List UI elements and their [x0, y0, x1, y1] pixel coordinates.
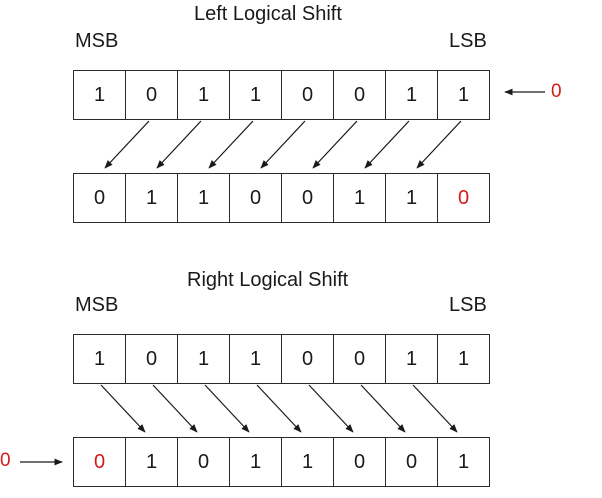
left-shift-arrow-7: [416, 120, 462, 169]
left-shift-arrow-4: [260, 120, 306, 169]
right-shift-arrow-3: [256, 384, 302, 433]
right_shift-before-bit-1: 0: [126, 334, 178, 384]
left-shift-arrow-3: [208, 120, 254, 169]
right_shift-before-bit-6: 1: [386, 334, 438, 384]
right_shift-before-bit-7: 1: [438, 334, 490, 384]
left_shift-before-bit-7: 1: [438, 70, 490, 120]
right-shift-arrow-6: [412, 384, 458, 433]
right_shift-after-bit-7: 1: [438, 437, 490, 487]
left-shift-arrow-2: [156, 120, 202, 169]
right_shift-after-bit-5: 0: [334, 437, 386, 487]
left_shift-before-bit-5: 0: [334, 70, 386, 120]
left-shift-input-bit: 0: [551, 81, 562, 102]
right-shift-arrow-4: [308, 384, 354, 433]
left_shift-after-bit-0: 0: [74, 173, 126, 223]
right-msb-label: MSB: [75, 294, 119, 316]
left-shift-arrow-5: [312, 120, 358, 169]
left-shift-arrow-6: [364, 120, 410, 169]
right_shift-after-bit-1: 1: [126, 437, 178, 487]
right-shift-input-bit: 0: [0, 450, 11, 471]
left_shift-after-bit-2: 1: [178, 173, 230, 223]
right_shift-after-bit-6: 0: [386, 437, 438, 487]
left_shift-after-bit-4: 0: [282, 173, 334, 223]
right_shift-before-bit-3: 1: [230, 334, 282, 384]
right-shift-title: Right Logical Shift: [187, 269, 349, 291]
right-shift-arrow-2: [204, 384, 250, 433]
left_shift-before-bit-3: 1: [230, 70, 282, 120]
left-shift-title: Left Logical Shift: [194, 3, 342, 25]
right_shift-after-bit-2: 0: [178, 437, 230, 487]
left-shift-arrow-1: [104, 120, 150, 169]
left_shift-after-bit-1: 1: [126, 173, 178, 223]
right-lsb-label: LSB: [449, 294, 487, 316]
right-shift-arrow-5: [360, 384, 406, 433]
left_shift-before-bit-2: 1: [178, 70, 230, 120]
right_shift-before-bit-4: 0: [282, 334, 334, 384]
right_shift-after-bit-3: 1: [230, 437, 282, 487]
right_shift-after-bit-0: 0: [74, 437, 126, 487]
right-shift-arrow-0: [100, 384, 146, 433]
left_shift-before-bit-6: 1: [386, 70, 438, 120]
left_shift-after-bit-7: 0: [438, 173, 490, 223]
left-lsb-label: LSB: [449, 30, 487, 52]
right-shift-arrow-1: [152, 384, 198, 433]
left_shift-before-bit-1: 0: [126, 70, 178, 120]
left_shift-after-bit-3: 0: [230, 173, 282, 223]
left_shift-after-bit-5: 1: [334, 173, 386, 223]
left_shift-after-bit-6: 1: [386, 173, 438, 223]
left-msb-label: MSB: [75, 30, 119, 52]
right_shift-before-bit-5: 0: [334, 334, 386, 384]
right_shift-before-bit-0: 1: [74, 334, 126, 384]
right_shift-after-bit-4: 1: [282, 437, 334, 487]
right_shift-before-bit-2: 1: [178, 334, 230, 384]
left_shift-before-bit-4: 0: [282, 70, 334, 120]
left_shift-before-bit-0: 1: [74, 70, 126, 120]
